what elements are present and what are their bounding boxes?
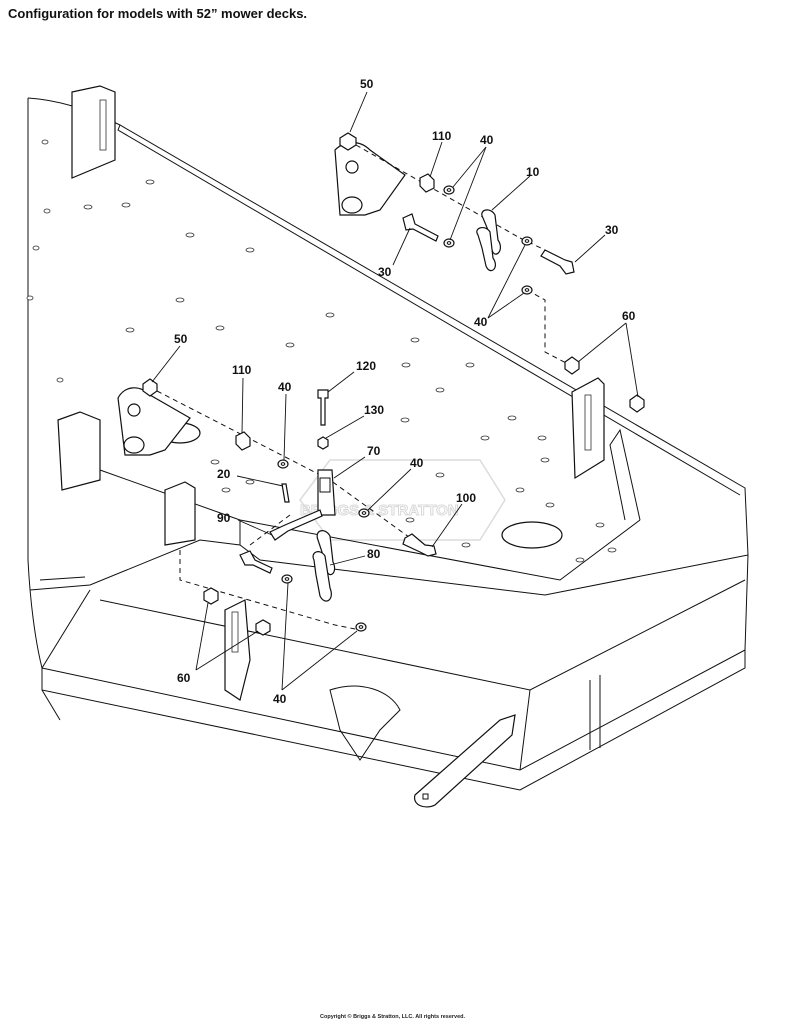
mower-deck bbox=[26, 85, 749, 808]
callout-40: 40 bbox=[273, 692, 287, 706]
callout-110: 110 bbox=[432, 129, 452, 143]
callout-20: 20 bbox=[217, 467, 231, 481]
callout-110: 110 bbox=[232, 363, 252, 377]
callout-120: 120 bbox=[356, 359, 376, 373]
callout-40: 40 bbox=[474, 315, 488, 329]
callout-60: 60 bbox=[177, 671, 191, 685]
callout-100: 100 bbox=[456, 491, 476, 505]
callout-50: 50 bbox=[360, 77, 374, 91]
leader-lines bbox=[151, 91, 639, 691]
callout-50: 50 bbox=[174, 332, 188, 346]
lower-assembly bbox=[117, 378, 437, 636]
callout-40: 40 bbox=[278, 380, 292, 394]
callout-40: 40 bbox=[410, 456, 424, 470]
callout-30: 30 bbox=[605, 223, 619, 237]
callout-130: 130 bbox=[364, 403, 384, 417]
callout-10: 10 bbox=[526, 165, 540, 179]
upper-assembly bbox=[334, 132, 645, 413]
copyright-notice: Copyright © Briggs & Stratton, LLC. All … bbox=[320, 1014, 466, 1020]
watermark-text: BRIGGS & STRATTON bbox=[300, 502, 459, 519]
callout-30: 30 bbox=[378, 265, 392, 279]
page-title: Configuration for models with 52” mower … bbox=[8, 6, 308, 21]
callout-70: 70 bbox=[367, 444, 381, 458]
callout-80: 80 bbox=[367, 547, 381, 561]
callout-40: 40 bbox=[480, 133, 494, 147]
callouts: 50 110 40 10 30 30 40 60 50 110 40 120 1… bbox=[174, 77, 636, 706]
deck-slots bbox=[26, 139, 617, 563]
callout-90: 90 bbox=[217, 511, 231, 525]
callout-60: 60 bbox=[622, 309, 636, 323]
